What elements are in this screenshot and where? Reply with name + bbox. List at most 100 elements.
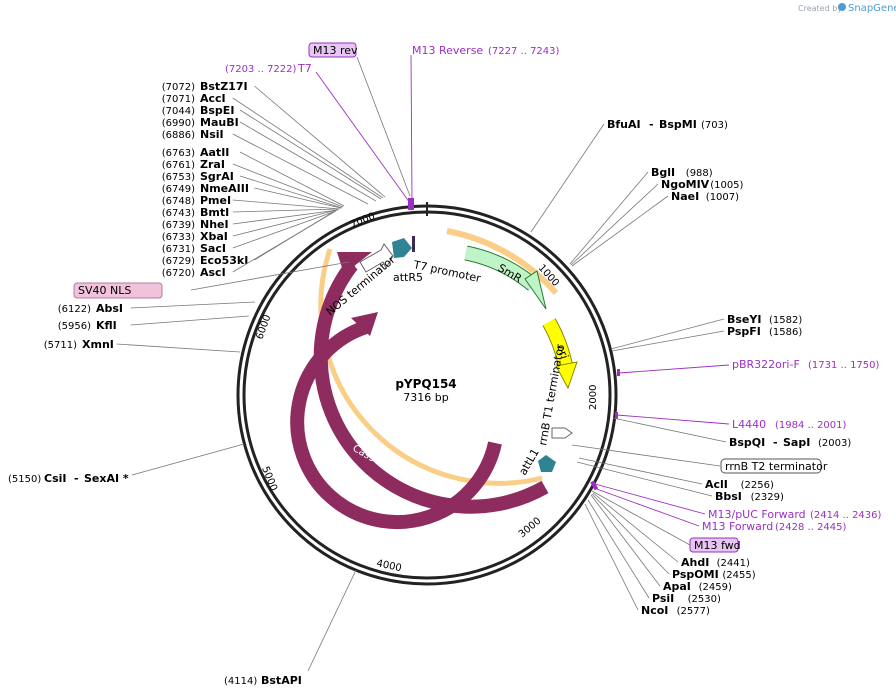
enzyme-sgrai-leader [239, 175, 343, 209]
enzyme-pspfi-name: PspFI [727, 325, 761, 338]
primer-m13-puc-group[interactable]: M13/pUC Forward (2414 .. 2436) [590, 480, 882, 521]
sexai-name: SexAI * [84, 472, 129, 485]
primer-m13-rev-group[interactable]: M13 rev [308, 42, 411, 197]
orf-smr-outline [446, 228, 559, 295]
m13-forward-leader [593, 487, 700, 527]
snapgene-logo-icon [838, 3, 846, 11]
enzyme-apai-pos: (2459) [699, 582, 732, 593]
enzyme-ngomiv-name: NgoMIV [661, 178, 710, 191]
snapgene-brand: SnapGene [848, 3, 896, 14]
enzyme-bspei-name: BspEI [200, 104, 234, 117]
l4440-mark [615, 412, 618, 419]
enzyme-nmeaiii[interactable]: (6749)NmeAIII [162, 182, 342, 209]
enzyme-bstz17i-name: BstZ17I [200, 80, 248, 93]
enzyme-pspomi[interactable]: PspOMI(2455) [591, 493, 756, 581]
m13-rev-label: M13 rev [313, 44, 358, 57]
enzyme-sgrai[interactable]: (6753)SgrAI [162, 170, 343, 209]
enzyme-bbsi[interactable]: BbsI(2329) [576, 461, 784, 503]
enzyme-saci-pos: (6731) [162, 244, 195, 255]
enzyme-zrai[interactable]: (6761)ZraI [162, 158, 344, 208]
enzyme-bstapi-group[interactable]: (4114) BstAPI [224, 569, 357, 687]
enzyme-bspqi-group[interactable]: BspQI - SapI (2003) [612, 417, 851, 449]
enzyme-nhei[interactable]: (6739)NheI [162, 209, 339, 231]
enzyme-bstz17i[interactable]: (7072)BstZ17I [162, 80, 386, 198]
enzyme-aatii[interactable]: (6763)AatII [162, 146, 345, 207]
enzyme-acli[interactable]: AclI (2256) [578, 457, 774, 491]
rrnb-t2-leader [571, 444, 721, 467]
sv40-nls-mark [345, 255, 357, 272]
enzyme-labels-right-top: BfuAI-BspMI(703)BglI(988)NgoMIV(1005)Nae… [530, 118, 802, 352]
rrnb-t1-terminator-arrow [551, 427, 573, 439]
enzyme-kfli[interactable]: (5956)KflI [58, 315, 250, 332]
enzyme-pmei[interactable]: (6748)PmeI [162, 194, 341, 210]
created-by-label: Created by [798, 4, 842, 13]
enzyme-bmti[interactable]: (6743)BmtI [162, 206, 340, 219]
enzyme-bseyi[interactable]: BseYI(1582) [610, 313, 802, 350]
enzyme-bfuai-leader [530, 123, 605, 233]
enzyme-ahdi-leader [592, 492, 679, 563]
enzyme-apai[interactable]: ApaI(2459) [590, 494, 732, 593]
enzyme-asci[interactable]: (6720)AscI [162, 211, 335, 279]
enzyme-xmni-pos: (5711) [44, 340, 77, 351]
enzyme-bspei[interactable]: (7044)BspEI [162, 104, 382, 200]
enzyme-absi-name: AbsI [96, 302, 123, 315]
m13-rev-leader [356, 56, 411, 197]
enzyme-nhei-leader [232, 209, 339, 225]
enzyme-ahdi-pos: (2441) [717, 558, 750, 569]
primer-m13-reverse-group[interactable]: M13 Reverse (7227 .. 7243) [410, 44, 560, 201]
enzyme-asci-leader [232, 211, 335, 273]
enzyme-acli-leader [578, 457, 703, 485]
primer-m13-fwd-box-group[interactable]: M13 fwd [591, 490, 741, 553]
rrnb-t2-label: rrnB T2 terminator [725, 460, 828, 473]
enzyme-xbai-name: XbaI [200, 230, 228, 243]
enzyme-psii[interactable]: PsiI(2530) [587, 499, 721, 605]
t7-leader [315, 71, 411, 204]
enzyme-nmeaiii-pos: (6749) [162, 184, 195, 195]
m13-fwd-box-leader [591, 490, 691, 546]
enzyme-kfli-pos: (5956) [58, 321, 91, 332]
enzyme-ngomiv-leader [570, 183, 659, 266]
enzyme-acci-leader [232, 97, 384, 199]
tick-3000: 3000 [517, 516, 544, 541]
enzyme-acli-pos: (2256) [741, 480, 774, 491]
pbr322-pos: (1731 .. 1750) [808, 360, 880, 371]
enzyme-pspfi-pos: (1586) [769, 327, 802, 338]
primer-l4440-group[interactable]: L4440 (1984 .. 2001) [615, 412, 847, 431]
enzyme-naei[interactable]: NaeI(1007) [571, 190, 739, 267]
enzyme-naei-pos: (1007) [706, 192, 739, 203]
enzyme-bfuai[interactable]: BfuAI-BspMI(703) [530, 118, 728, 233]
enzyme-acli-name: AclI [705, 478, 728, 491]
enzyme-ngomiv[interactable]: NgoMIV(1005) [570, 178, 744, 266]
enzyme-ngomiv-pos: (1005) [710, 180, 743, 191]
enzyme-saci[interactable]: (6731)SacI [162, 210, 337, 255]
enzyme-xmni[interactable]: (5711) XmnI [44, 338, 241, 353]
enzyme-xbai[interactable]: (6733)XbaI [162, 209, 338, 243]
enzyme-bgli[interactable]: BglI(988) [569, 166, 713, 265]
enzyme-xmni-name: XmnI [82, 338, 114, 351]
enzyme-acci-pos: (7071) [162, 94, 195, 105]
primer-m13-forward-group[interactable]: M13 Forward (2428 .. 2445) [593, 487, 847, 533]
enzyme-ahdi[interactable]: AhdI(2441) [592, 492, 750, 569]
m13-puc-leader [594, 483, 706, 515]
enzyme-pspfi[interactable]: PspFI (1586) [611, 325, 802, 352]
t7-name: T7 [297, 62, 312, 75]
orf-cas9-outline [318, 248, 543, 486]
enzyme-asci-pos: (6720) [162, 268, 195, 279]
enzyme-nsii[interactable]: (6886)NsiI [162, 128, 369, 205]
plasmid-size: 7316 bp [403, 391, 448, 404]
enzyme-ncoi[interactable]: NcoI(2577) [584, 503, 710, 617]
enzyme-absi-pos: (6122) [58, 304, 91, 315]
primer-pbr322-group[interactable]: pBR322ori-F (1731 .. 1750) [617, 358, 880, 376]
enzyme-maubi[interactable]: (6990)MauBI [162, 116, 377, 202]
enzyme-acci[interactable]: (7071)AccI [162, 92, 384, 199]
enzyme-absi[interactable]: (6122) AbsI [58, 301, 256, 315]
primer-t7-group[interactable]: (7203 .. 7222) T7 [225, 62, 414, 210]
enzyme-bbsi-pos: (2329) [751, 492, 784, 503]
t7-pos: (7203 .. 7222) [225, 64, 297, 75]
csii-dash: - [74, 472, 79, 485]
cas9-inner-arc [290, 320, 502, 529]
enzyme-csii-group[interactable]: (5150) CsiI - SexAI * [8, 443, 245, 485]
enzyme-pmei-name: PmeI [200, 194, 231, 207]
enzyme-nhei-pos: (6739) [162, 220, 195, 231]
csii-leader [131, 443, 245, 476]
